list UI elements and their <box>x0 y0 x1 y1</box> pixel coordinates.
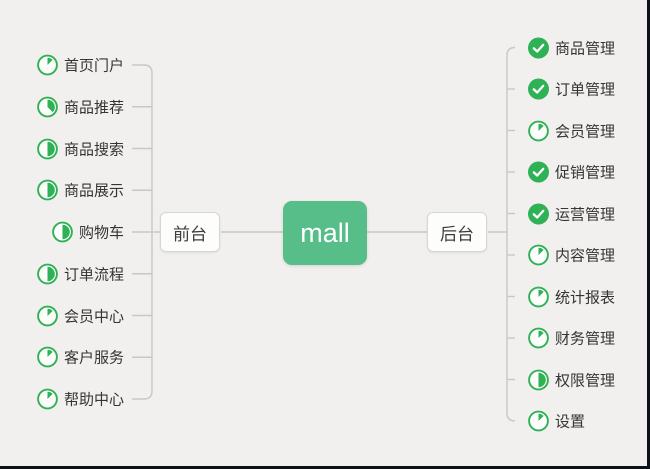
topic-item[interactable]: 购物车 <box>52 221 124 243</box>
topic-label: 订单管理 <box>555 81 616 99</box>
pie-progress-icon <box>37 138 58 159</box>
topic-label: 商品管理 <box>555 40 616 57</box>
branch-node-backend[interactable]: 后台 <box>427 212 487 252</box>
topic-label: 商品推荐 <box>63 99 124 117</box>
topic-item[interactable]: 会员管理 <box>528 120 615 141</box>
topic-item[interactable]: 商品搜索 <box>37 138 124 159</box>
topic-item[interactable]: 商品推荐 <box>37 96 124 118</box>
topic-label: 设置 <box>555 413 586 431</box>
topic-item[interactable]: 商品展示 <box>37 179 124 201</box>
topic-label: 订单流程 <box>63 266 124 284</box>
pie-progress-icon <box>528 120 549 141</box>
branch-label: 前台 <box>173 224 207 244</box>
topic-item[interactable]: 订单流程 <box>37 263 124 285</box>
root-node[interactable]: mall <box>283 201 367 265</box>
topic-label: 商品搜索 <box>63 141 124 158</box>
topic-item[interactable]: 统计报表 <box>528 286 615 307</box>
pie-progress-icon <box>37 305 58 326</box>
topic-label: 会员管理 <box>555 123 616 140</box>
pie-progress-icon <box>37 388 58 410</box>
pie-progress-icon <box>37 96 58 118</box>
topic-label: 统计报表 <box>555 289 616 306</box>
topic-label: 权限管理 <box>555 372 616 389</box>
topic-label: 内容管理 <box>555 247 616 265</box>
check-icon <box>528 78 549 100</box>
topic-label: 会员中心 <box>63 308 124 325</box>
pie-progress-icon <box>528 327 549 349</box>
topic-label: 商品展示 <box>63 182 124 200</box>
check-icon <box>528 161 549 183</box>
topic-item[interactable]: 订单管理 <box>528 78 616 100</box>
pie-progress-icon <box>528 369 549 390</box>
pie-progress-icon <box>52 221 73 243</box>
pie-progress-icon <box>37 263 58 285</box>
pie-progress-icon <box>528 410 549 432</box>
topic-item[interactable]: 帮助中心 <box>37 388 124 410</box>
topic-label: 促销管理 <box>555 164 616 182</box>
pie-progress-icon <box>528 244 549 266</box>
topic-item[interactable]: 会员中心 <box>37 305 124 326</box>
topic-label: 首页门户 <box>63 57 124 75</box>
topic-item[interactable]: 首页门户 <box>37 54 124 76</box>
topic-label: 客户服务 <box>63 349 124 367</box>
check-icon <box>528 37 549 58</box>
branch-node-frontend[interactable]: 前台 <box>160 212 220 252</box>
topic-item[interactable]: 客户服务 <box>37 346 124 368</box>
connector-line <box>506 46 516 422</box>
topic-label: 帮助中心 <box>63 391 124 409</box>
topic-item[interactable]: 内容管理 <box>528 244 616 266</box>
topic-label: 财务管理 <box>555 330 616 348</box>
topic-item[interactable]: 商品管理 <box>528 37 615 58</box>
pie-progress-icon <box>37 54 58 76</box>
pie-progress-icon <box>37 346 58 368</box>
check-icon <box>528 203 549 224</box>
topic-item[interactable]: 运营管理 <box>528 203 615 224</box>
topic-item[interactable]: 权限管理 <box>528 369 615 390</box>
topic-item[interactable]: 设置 <box>528 410 586 432</box>
topic-item[interactable]: 促销管理 <box>528 161 616 183</box>
root-label: mall <box>300 217 350 248</box>
branch-label: 后台 <box>440 224 474 244</box>
pie-progress-icon <box>528 286 549 307</box>
topic-item[interactable]: 财务管理 <box>528 327 616 349</box>
pie-progress-icon <box>37 179 58 201</box>
topic-label: 运营管理 <box>555 206 616 223</box>
topic-label: 购物车 <box>78 224 124 242</box>
